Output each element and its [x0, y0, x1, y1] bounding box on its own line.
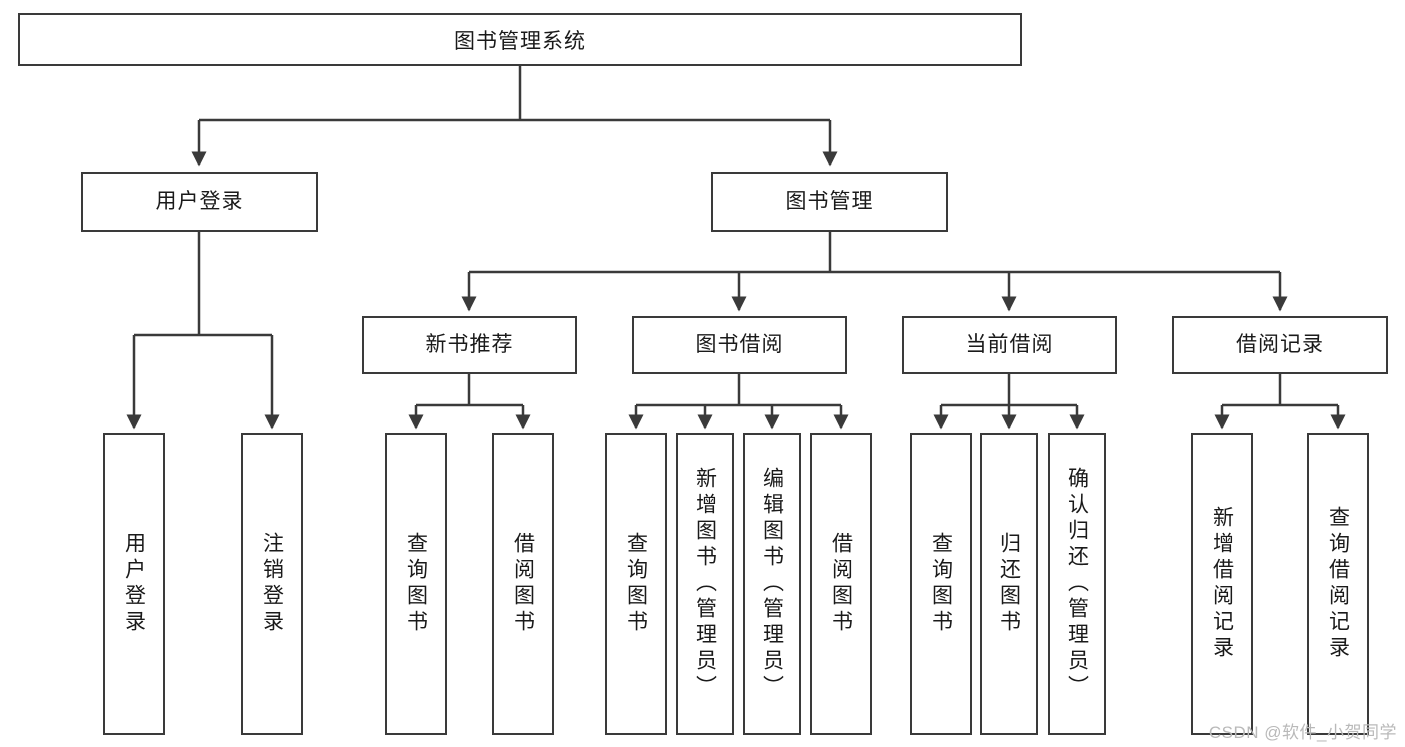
node-leaf-query-book-1[interactable]: 查询图书 [385, 433, 447, 735]
node-book-borrow-label: 图书借阅 [695, 333, 784, 357]
node-leaf-query-book-1-label: 查询图书 [404, 532, 428, 636]
node-current-borrow-label: 当前借阅 [965, 333, 1054, 357]
node-leaf-edit-book-label: 编辑图书（管理员） [760, 467, 784, 701]
node-borrow-record[interactable]: 借阅记录 [1172, 316, 1388, 374]
node-book-borrow[interactable]: 图书借阅 [632, 316, 847, 374]
node-user-login[interactable]: 用户登录 [81, 172, 318, 232]
node-leaf-return-book[interactable]: 归还图书 [980, 433, 1038, 735]
node-leaf-edit-book[interactable]: 编辑图书（管理员） [743, 433, 801, 735]
node-leaf-logout-login-label: 注销登录 [260, 532, 284, 636]
node-new-book-recommend[interactable]: 新书推荐 [362, 316, 577, 374]
node-leaf-add-book-label: 新增图书（管理员） [693, 467, 717, 701]
watermark: CSDN @软件_小贺同学 [1208, 723, 1397, 742]
node-leaf-logout-login[interactable]: 注销登录 [241, 433, 303, 735]
node-leaf-borrow-book-1[interactable]: 借阅图书 [492, 433, 554, 735]
node-leaf-borrow-book-2[interactable]: 借阅图书 [810, 433, 872, 735]
node-leaf-user-login-label: 用户登录 [122, 532, 146, 636]
node-leaf-query-book-3[interactable]: 查询图书 [910, 433, 972, 735]
node-leaf-add-record[interactable]: 新增借阅记录 [1191, 433, 1253, 735]
node-leaf-query-book-2[interactable]: 查询图书 [605, 433, 667, 735]
node-leaf-add-record-label: 新增借阅记录 [1210, 506, 1234, 662]
node-user-login-label: 用户登录 [155, 190, 244, 214]
node-leaf-add-book[interactable]: 新增图书（管理员） [676, 433, 734, 735]
node-leaf-user-login[interactable]: 用户登录 [103, 433, 165, 735]
node-leaf-confirm-return-label: 确认归还（管理员） [1065, 467, 1089, 701]
node-leaf-query-book-2-label: 查询图书 [624, 532, 648, 636]
node-book-manage[interactable]: 图书管理 [711, 172, 948, 232]
node-root-label: 图书管理系统 [454, 29, 586, 53]
node-leaf-confirm-return[interactable]: 确认归还（管理员） [1048, 433, 1106, 735]
node-leaf-borrow-book-2-label: 借阅图书 [829, 532, 853, 636]
node-leaf-query-record[interactable]: 查询借阅记录 [1307, 433, 1369, 735]
node-current-borrow[interactable]: 当前借阅 [902, 316, 1117, 374]
node-leaf-query-record-label: 查询借阅记录 [1326, 506, 1350, 662]
node-borrow-record-label: 借阅记录 [1236, 333, 1324, 357]
node-leaf-borrow-book-1-label: 借阅图书 [511, 532, 535, 636]
node-book-manage-label: 图书管理 [785, 190, 874, 214]
node-root[interactable]: 图书管理系统 [18, 13, 1022, 66]
node-leaf-return-book-label: 归还图书 [997, 532, 1021, 636]
node-leaf-query-book-3-label: 查询图书 [929, 532, 953, 636]
node-new-book-recommend-label: 新书推荐 [425, 333, 514, 357]
